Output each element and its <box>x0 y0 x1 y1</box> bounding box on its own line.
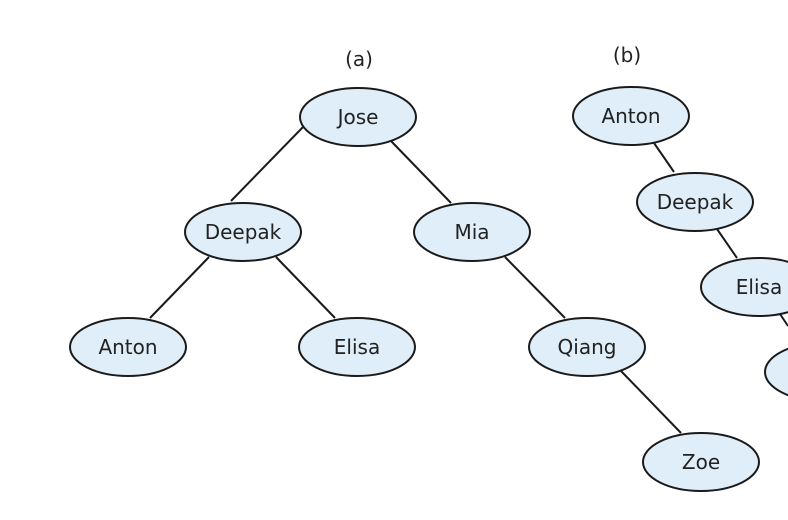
node-mia <box>413 202 531 262</box>
tree-node: Deepak <box>184 202 302 262</box>
panel-b-label: (b) <box>613 43 641 67</box>
node-label: Elisa <box>334 335 380 359</box>
tree-node: Anton <box>69 317 187 377</box>
node-zoe <box>642 432 760 492</box>
node-anton <box>69 317 187 377</box>
panel-b: (b) Anton Deepak Elisa <box>572 43 788 397</box>
node-partial-b <box>764 347 788 397</box>
node-anton-b <box>572 86 690 146</box>
edge-mia-qiang <box>504 256 566 319</box>
edge-deepak-elisa <box>275 256 336 319</box>
edge-elisa-next-b <box>779 313 788 327</box>
tree-node <box>764 347 788 397</box>
panel-a: (a) Jose Deepak Mia Anton Elisa <box>69 47 760 492</box>
edge-deepak-anton <box>149 256 210 319</box>
tree-node: Mia <box>413 202 531 262</box>
node-label: Anton <box>601 104 660 128</box>
tree-node: Elisa <box>298 317 416 377</box>
node-elisa <box>298 317 416 377</box>
node-jose <box>299 87 417 147</box>
edge-jose-mia <box>390 140 452 204</box>
node-label: Deepak <box>205 220 282 244</box>
panel-a-label: (a) <box>345 47 373 71</box>
node-label: Qiang <box>558 335 617 359</box>
tree-node: Elisa <box>700 257 788 317</box>
node-label: Elisa <box>736 275 782 299</box>
tree-node: Jose <box>299 87 417 147</box>
node-deepak <box>184 202 302 262</box>
node-label: Deepak <box>657 190 734 214</box>
tree-node: Qiang <box>528 317 646 377</box>
node-label: Zoe <box>682 450 720 474</box>
edge-jose-deepak <box>230 126 304 202</box>
node-elisa-b <box>700 257 788 317</box>
node-qiang <box>528 317 646 377</box>
edge-qiang-zoe <box>620 370 682 434</box>
node-label: Jose <box>336 105 379 129</box>
node-label: Mia <box>454 220 489 244</box>
node-label: Anton <box>98 335 157 359</box>
tree-node: Zoe <box>642 432 760 492</box>
tree-node: Anton <box>572 86 690 146</box>
tree-node: Deepak <box>636 172 754 232</box>
node-deepak-b <box>636 172 754 232</box>
edge-anton-deepak <box>653 142 675 173</box>
edge-deepak-elisa-b <box>716 228 738 259</box>
